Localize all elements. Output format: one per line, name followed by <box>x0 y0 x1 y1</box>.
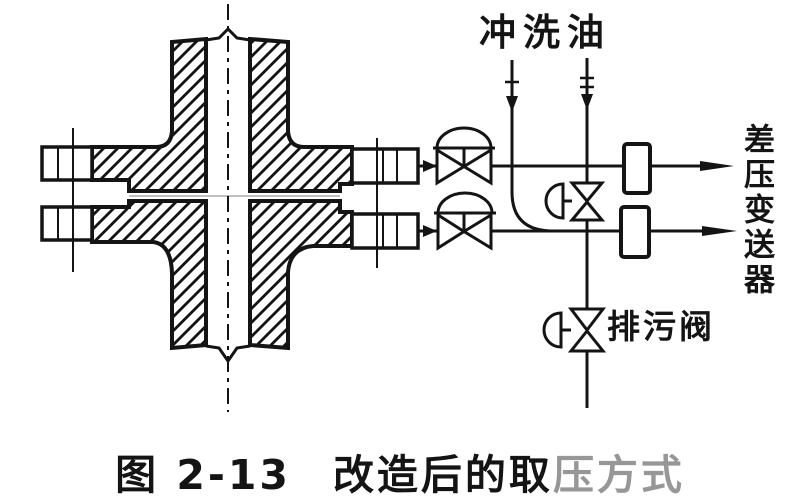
flange-body-lower-right <box>248 199 354 351</box>
transmitter-label: 差压变送器 <box>738 123 774 298</box>
flange-body-lower-left <box>90 199 208 351</box>
valve-body-icon <box>436 212 467 251</box>
upper-isolation-valve <box>423 126 495 186</box>
flush-shutoff-valve <box>544 181 606 222</box>
flow-arrow-icon <box>702 226 737 236</box>
flow-arrow-down-icon <box>581 94 593 110</box>
valve-bonnet-icon <box>436 191 494 214</box>
figure-caption: 图 2-13 改造后的取压方式 <box>0 441 800 500</box>
figure-title-main: 改造后的取 <box>332 451 553 499</box>
left-tap-nipples <box>40 128 94 272</box>
drain-valve-symbol <box>542 307 607 353</box>
figure-number: 图 2-13 <box>115 451 291 499</box>
flange-body-upper-left <box>90 36 208 193</box>
figure-title: 改造后的取压方式 <box>333 441 685 500</box>
flush-oil-label: 冲洗油 <box>479 11 611 54</box>
flange-body-upper-right <box>248 36 354 193</box>
upper-isolation-pot <box>622 142 652 195</box>
pipe-cross-section <box>90 36 354 351</box>
flow-arrow-down-icon <box>506 96 518 112</box>
valve-body-icon <box>567 307 607 333</box>
lower-isolation-pot <box>619 205 651 259</box>
valve-body-icon <box>567 328 607 353</box>
valve-bonnet-icon <box>435 126 493 149</box>
valve-handle-icon <box>544 182 565 220</box>
right-tap-nipples <box>350 138 420 268</box>
flush-line-1 <box>505 60 554 233</box>
valve-body-icon <box>435 147 467 186</box>
flush-line-2 <box>580 58 594 408</box>
flow-arrow-icon <box>700 161 734 171</box>
valve-body-icon <box>568 181 606 204</box>
figure-title-faded: 压方式 <box>552 451 685 499</box>
lower-isolation-valve <box>423 191 496 251</box>
valve-body-icon <box>568 199 606 222</box>
transmitter-arrows <box>700 161 737 236</box>
valve-body-icon <box>461 147 493 186</box>
valve-body-icon <box>461 212 493 251</box>
valve-handle-icon <box>542 311 563 349</box>
drain-valve-label: 排污阀 <box>607 307 715 346</box>
isolation-pots <box>619 142 652 259</box>
flow-arrow-icon <box>423 160 437 172</box>
flow-arrow-icon <box>423 225 437 237</box>
